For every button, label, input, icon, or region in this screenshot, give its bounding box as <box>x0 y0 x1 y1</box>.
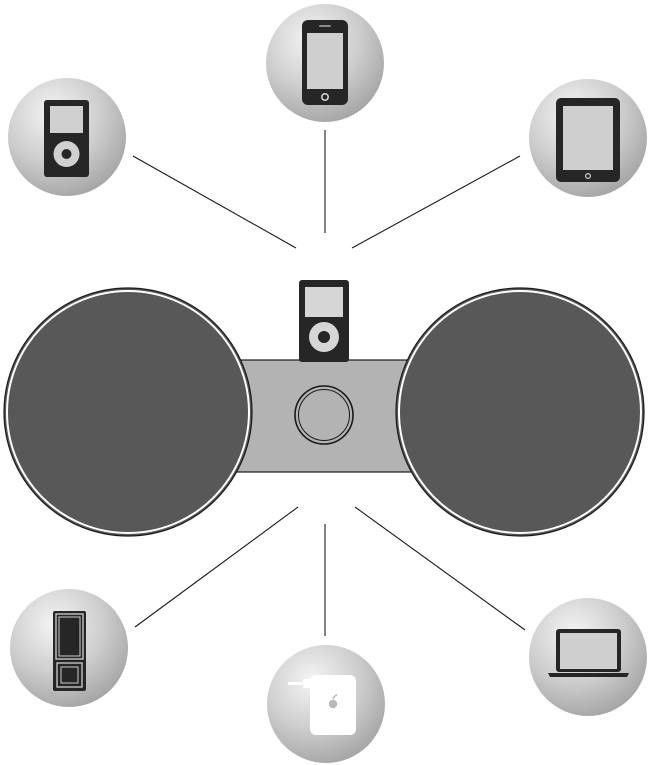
connector-line-ipad <box>352 156 520 248</box>
ipod-nano-icon <box>53 611 86 691</box>
ipod-classic-icon <box>44 100 89 177</box>
bubble-ipad <box>529 79 647 197</box>
macbook-icon <box>548 629 629 677</box>
bubble-ipod-classic <box>8 78 126 196</box>
bubble-airport-express <box>267 645 385 763</box>
bubble-ipod-nano <box>10 589 128 707</box>
volume-knob <box>295 386 353 444</box>
right-speaker <box>396 288 644 536</box>
bubble-iphone <box>266 4 384 122</box>
left-speaker <box>4 288 252 536</box>
docked-ipod-icon <box>299 280 349 362</box>
connector-line-ipod-classic <box>133 156 296 248</box>
ipad-icon <box>556 98 620 182</box>
iphone-icon <box>302 20 348 105</box>
speaker-dock-icon <box>4 280 644 536</box>
bubble-macbook <box>529 598 647 716</box>
